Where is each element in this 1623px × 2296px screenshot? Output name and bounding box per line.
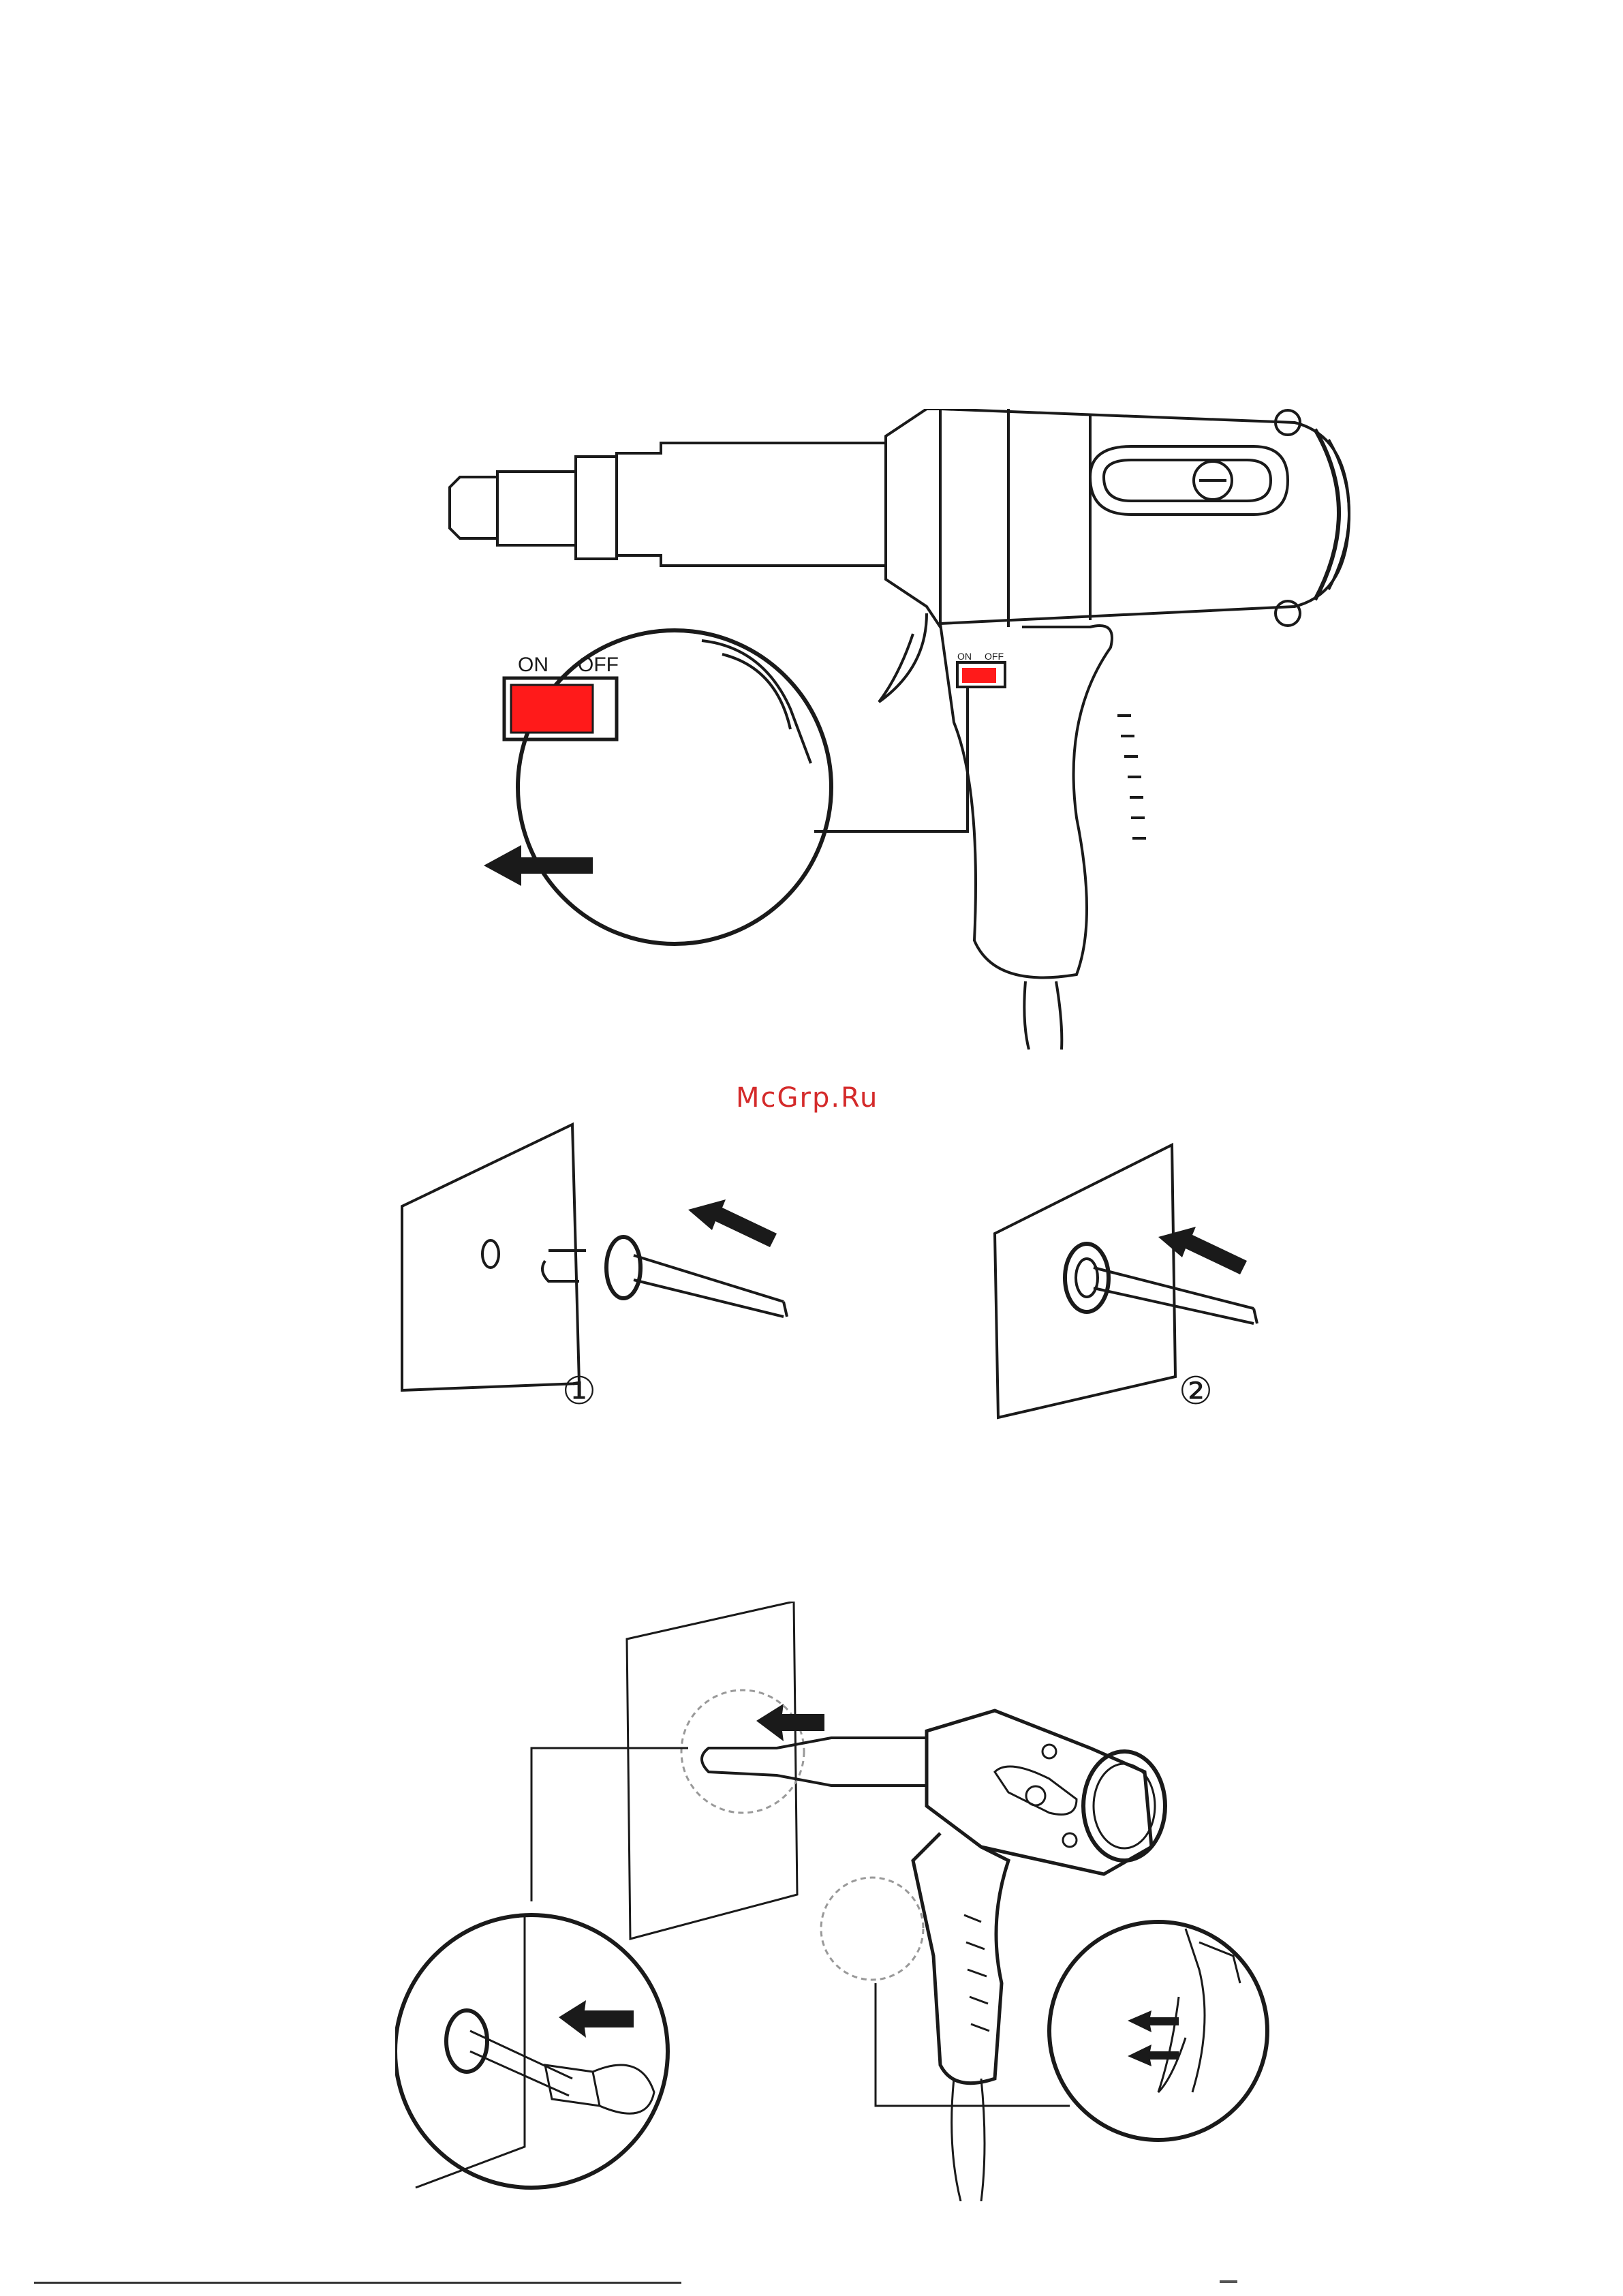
switch-red-slider: [511, 685, 593, 733]
arrow-left-icon: [756, 1704, 824, 1741]
footer-rule: [34, 2282, 681, 2284]
footer-mark: [1220, 2280, 1237, 2283]
arrow-left-icon: [484, 845, 593, 886]
step-number-1: ①: [562, 1369, 596, 1413]
tool-front-housing: [886, 409, 940, 627]
magnifier-rivet-insert: [395, 1915, 668, 2188]
tool-trigger: [879, 613, 927, 702]
tool-nose-collar: [497, 472, 576, 545]
double-arrow-icon: [1128, 2010, 1179, 2066]
switch-off-label-small: OFF: [985, 651, 1004, 662]
rivet-flange-2: [1065, 1244, 1109, 1312]
tool-body-3d: [927, 1711, 1151, 1874]
arrow-left-icon: [559, 2000, 634, 2038]
tool-handle-3d: [913, 1833, 1008, 2083]
rivet-flange-1: [606, 1237, 640, 1298]
switch-off-label: OFF: [578, 654, 619, 676]
tool-body: [940, 409, 1349, 624]
tool-barrel: [617, 443, 886, 566]
arrow-down-left-icon: [688, 1199, 777, 1247]
plate-hole: [482, 1240, 499, 1268]
detail-circle-trigger: [821, 1878, 923, 1980]
magnifier-trigger: [1049, 1922, 1267, 2140]
plate-vertical: [627, 1602, 797, 1939]
figure-rivet-steps: ① ②: [354, 1104, 1322, 1486]
plate-1: [402, 1124, 579, 1390]
arrow-down-left-icon: [1158, 1227, 1247, 1274]
adjust-screw-icon: [1026, 1786, 1045, 1805]
step-number-2: ②: [1179, 1369, 1213, 1413]
screw-bottom-icon: [1276, 601, 1300, 626]
switch-red-slider-small: [962, 668, 996, 683]
tool-nose: [450, 477, 497, 538]
switch-on-label-small: ON: [957, 651, 972, 662]
detail-circle-nose: [681, 1690, 804, 1813]
tool-sleeve-ring: [576, 457, 617, 559]
tool-rear-cap: [1083, 1751, 1165, 1861]
figure-tool-applied: [395, 1602, 1308, 2201]
switch-on-label: ON: [518, 654, 548, 676]
figure-tool-switch: ON OFF ON OFF: [409, 409, 1376, 1050]
